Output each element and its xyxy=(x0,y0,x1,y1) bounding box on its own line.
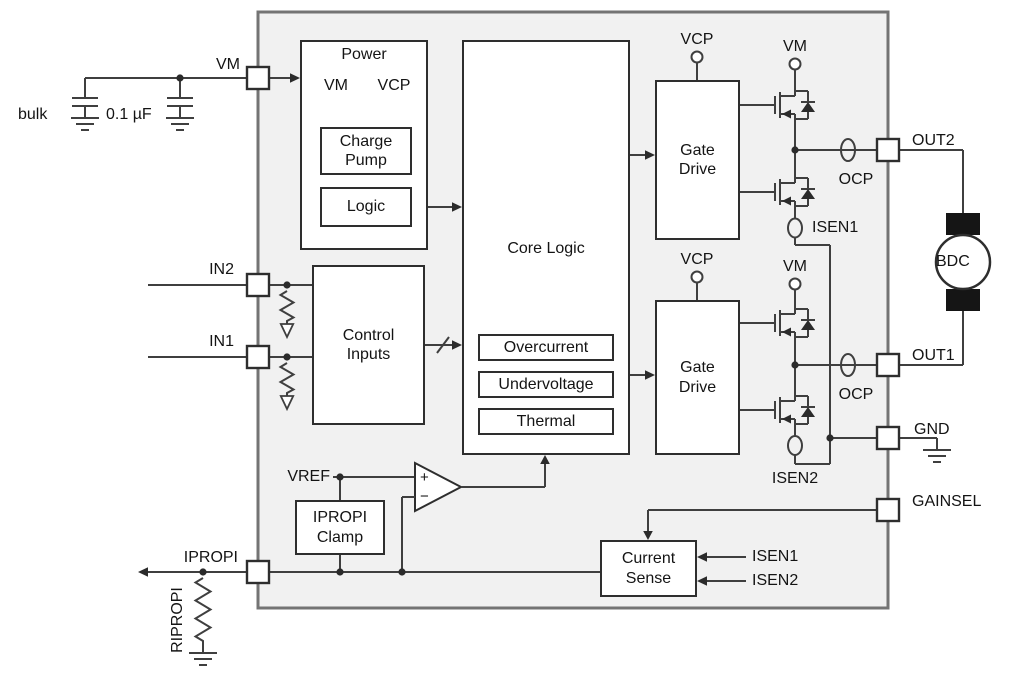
ipropi-clamp-block: IPROPI Clamp xyxy=(295,500,385,555)
undervoltage-box: Undervoltage xyxy=(478,371,614,398)
ripropi-resistor xyxy=(193,577,213,653)
half-bridge-bottom xyxy=(740,277,877,465)
vcp-terminal-bottom xyxy=(690,270,704,284)
ripropi-label: RIPROPI xyxy=(169,587,186,653)
vref-label: VREF xyxy=(287,468,330,485)
current-sense-label: Current Sense xyxy=(621,550,676,587)
out2-pin-label: OUT2 xyxy=(912,132,955,149)
ocp-bottom-label: OCP xyxy=(838,386,874,403)
pin-vm xyxy=(245,65,271,91)
pin-in1 xyxy=(245,344,271,370)
current-sense-block: Current Sense xyxy=(600,540,697,597)
bulk-label: bulk xyxy=(18,106,48,123)
vm-terminal-bottom xyxy=(788,277,802,291)
pin-out2 xyxy=(875,137,901,163)
in1-pulldown-resistor xyxy=(278,362,296,396)
isen1-cs-label: ISEN1 xyxy=(752,548,799,565)
motor-brush-bottom xyxy=(946,289,980,311)
ground-symbol-gnd xyxy=(922,449,952,463)
vcp-terminals xyxy=(690,50,704,300)
pin-gnd xyxy=(875,425,901,451)
control-inputs-label: Control Inputs xyxy=(342,326,395,363)
gate-drive-top-label: Gate Drive xyxy=(678,141,717,178)
isen2-cs-label: ISEN2 xyxy=(752,572,799,589)
vm-bottom-label: VM xyxy=(783,258,807,275)
bdc-motor xyxy=(899,149,992,366)
gate-drive-top-block: Gate Drive xyxy=(655,80,740,240)
vcp-terminal-top xyxy=(690,50,704,64)
gnd-external xyxy=(899,437,952,463)
vm-pin-label: VM xyxy=(216,56,240,73)
pin-out1 xyxy=(875,352,901,378)
motor-body xyxy=(934,233,992,291)
comparator-triangle xyxy=(414,461,464,513)
overcurrent-box: Overcurrent xyxy=(478,334,614,361)
out1-pin-label: OUT1 xyxy=(912,347,955,364)
undervoltage-label: Undervoltage xyxy=(498,375,594,393)
power-title: Power xyxy=(341,46,387,63)
gainsel-pin-label: GAINSEL xyxy=(912,493,982,510)
cap-value-label: 0.1 µF xyxy=(106,106,152,123)
logic-box: Logic xyxy=(320,187,412,227)
vm-top-label: VM xyxy=(783,38,807,55)
vm-supply-wires xyxy=(70,73,300,131)
vm-terminal-top xyxy=(788,57,802,71)
power-vm-label: VM xyxy=(324,77,348,94)
pins xyxy=(245,65,901,585)
half-bridge-top xyxy=(740,57,877,439)
ground-symbol-cap xyxy=(165,117,195,131)
charge-pump-label: Charge Pump xyxy=(339,132,393,169)
gnd-pin-label: GND xyxy=(914,421,950,438)
ipropi-clamp-label: IPROPI Clamp xyxy=(312,509,368,546)
motor-brush-top xyxy=(946,213,980,235)
in1-pin-label: IN1 xyxy=(209,333,234,350)
pin-in2 xyxy=(245,272,271,298)
thermal-label: Thermal xyxy=(516,412,576,430)
isen1-bridge-label: ISEN1 xyxy=(812,219,859,236)
thermal-box: Thermal xyxy=(478,408,614,435)
core-logic-title: Core Logic xyxy=(507,240,585,257)
logic-label: Logic xyxy=(346,198,386,215)
ocp-sense-top xyxy=(840,138,856,162)
in2-pin-label: IN2 xyxy=(209,261,234,278)
isen2-bridge-label: ISEN2 xyxy=(771,470,819,487)
input-wires xyxy=(148,284,462,412)
ground-symbol-ripropi xyxy=(188,652,218,666)
ground-symbol-bulk xyxy=(70,117,100,131)
pin-gainsel xyxy=(875,497,901,523)
bdc-motor-label: BDC xyxy=(936,253,970,270)
power-vcp-label: VCP xyxy=(377,77,411,94)
overcurrent-label: Overcurrent xyxy=(503,338,589,356)
current-sense-wires xyxy=(643,509,877,586)
charge-pump-box: Charge Pump xyxy=(320,127,412,175)
in2-pulldown-resistor xyxy=(278,290,296,324)
ipropi-pin-label: IPROPI xyxy=(183,549,238,566)
ipropi-wires xyxy=(138,567,600,666)
junction-dots xyxy=(176,74,834,576)
ocp-top-label: OCP xyxy=(838,171,874,188)
decoupling-capacitor xyxy=(166,97,194,107)
control-inputs-block: Control Inputs xyxy=(312,265,425,425)
bus-slash xyxy=(436,336,450,354)
comparator-wires xyxy=(333,455,550,572)
vcp-bottom-label: VCP xyxy=(680,251,714,268)
comparator-plus-label: + xyxy=(420,469,429,486)
core-to-gatedrive-wires xyxy=(630,150,655,380)
ocp-sense-bottom xyxy=(840,353,856,377)
bulk-capacitor xyxy=(71,97,99,107)
vcp-top-label: VCP xyxy=(680,31,714,48)
comparator-minus-label: − xyxy=(420,488,429,505)
gate-drive-bottom-label: Gate Drive xyxy=(678,359,717,396)
pin-ipropi xyxy=(245,559,271,585)
gate-drive-bottom-block: Gate Drive xyxy=(655,300,740,455)
